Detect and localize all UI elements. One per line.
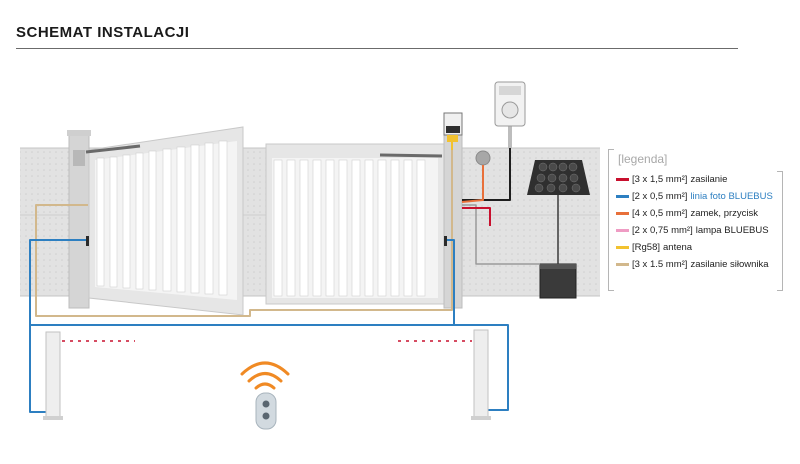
legend-item: [4 x 0,5 mm²]zamek, przycisk [616, 205, 773, 222]
control-unit-top [446, 126, 460, 133]
left-motor [73, 150, 85, 166]
legend-label: zamek, przycisk [690, 208, 759, 219]
right-photocell-base [471, 416, 491, 420]
legend-swatch [616, 178, 629, 181]
lock-button-wire [461, 165, 484, 203]
legend-label: lampa BLUEBUS [695, 225, 769, 236]
battery-cable [462, 204, 540, 265]
remote-control-icon [255, 392, 277, 430]
motor-power-wire [35, 150, 453, 317]
solar-cells [534, 162, 581, 193]
legend-spec: [2 x 0,5 mm²] [632, 191, 688, 202]
legend-spec: [3 x 1,5 mm²] [632, 174, 688, 185]
left-photocell-base [43, 416, 63, 420]
legend-spec: [3 x 1.5 mm²] [632, 259, 688, 270]
left-actuator-arm [85, 144, 141, 154]
legend-item: [3 x 1,5 mm²]zasilanie [616, 171, 773, 188]
remote-button-bottom [262, 412, 270, 420]
left-hinge-marker [86, 236, 89, 246]
wiring [29, 142, 559, 413]
right-photocell-post [473, 329, 489, 419]
legend-label: zasilanie [690, 174, 728, 185]
battery-box-top [540, 264, 576, 269]
bluebus-wire-right [454, 324, 509, 411]
legend-item: [2 x 0,5 mm²]linia foto BLUEBUS [616, 188, 773, 205]
legend-item: [Rg58]antena [616, 239, 773, 256]
wifi-signal-icon [240, 361, 290, 390]
legend-spec: [4 x 0,5 mm²] [632, 208, 688, 219]
right-actuator-arm [379, 153, 443, 158]
remote-button-top [262, 400, 270, 408]
flashing-lamp [447, 135, 458, 142]
legend-heading: [legenda] [618, 152, 668, 166]
left-post-cap [67, 130, 91, 136]
page-title: SCHEMAT INSTALACJI [16, 24, 190, 41]
legend-bracket-right [777, 171, 783, 291]
legend-label: linia foto BLUEBUS [690, 191, 773, 202]
legend-bracket-left [608, 149, 614, 291]
legend-item: [2 x 0,75 mm²]lampa BLUEBUS [616, 222, 773, 239]
battery-box [539, 263, 577, 299]
legend-swatch [616, 263, 629, 266]
left-gate-bars [96, 140, 228, 296]
legend-spec: [2 x 0,75 mm²] [632, 225, 693, 236]
legend-label: antena [663, 242, 693, 253]
legend-label: zasilanie siłownika [690, 259, 769, 270]
legend: [legenda] [3 x 1,5 mm²]zasilanie[2 x 0,5… [608, 149, 783, 291]
legend-swatch [616, 246, 629, 249]
legend-swatch [616, 195, 629, 198]
power-wire [462, 207, 491, 226]
title-divider [16, 48, 738, 49]
legend-items: [3 x 1,5 mm²]zasilanie[2 x 0,5 mm²]linia… [616, 171, 773, 273]
keypad-pole [508, 126, 512, 148]
right-hinge-marker [444, 236, 447, 246]
legend-item: [3 x 1.5 mm²]zasilanie siłownika [616, 256, 773, 273]
key-switch [475, 150, 491, 166]
left-photocell-post [45, 331, 61, 419]
keypad-screen [499, 86, 521, 95]
keypad-dial [501, 101, 519, 119]
legend-swatch [616, 229, 629, 232]
legend-spec: [Rg58] [632, 242, 660, 253]
bluebus-wire-loop [30, 239, 455, 326]
legend-swatch [616, 212, 629, 215]
right-gate-bars [273, 159, 426, 297]
